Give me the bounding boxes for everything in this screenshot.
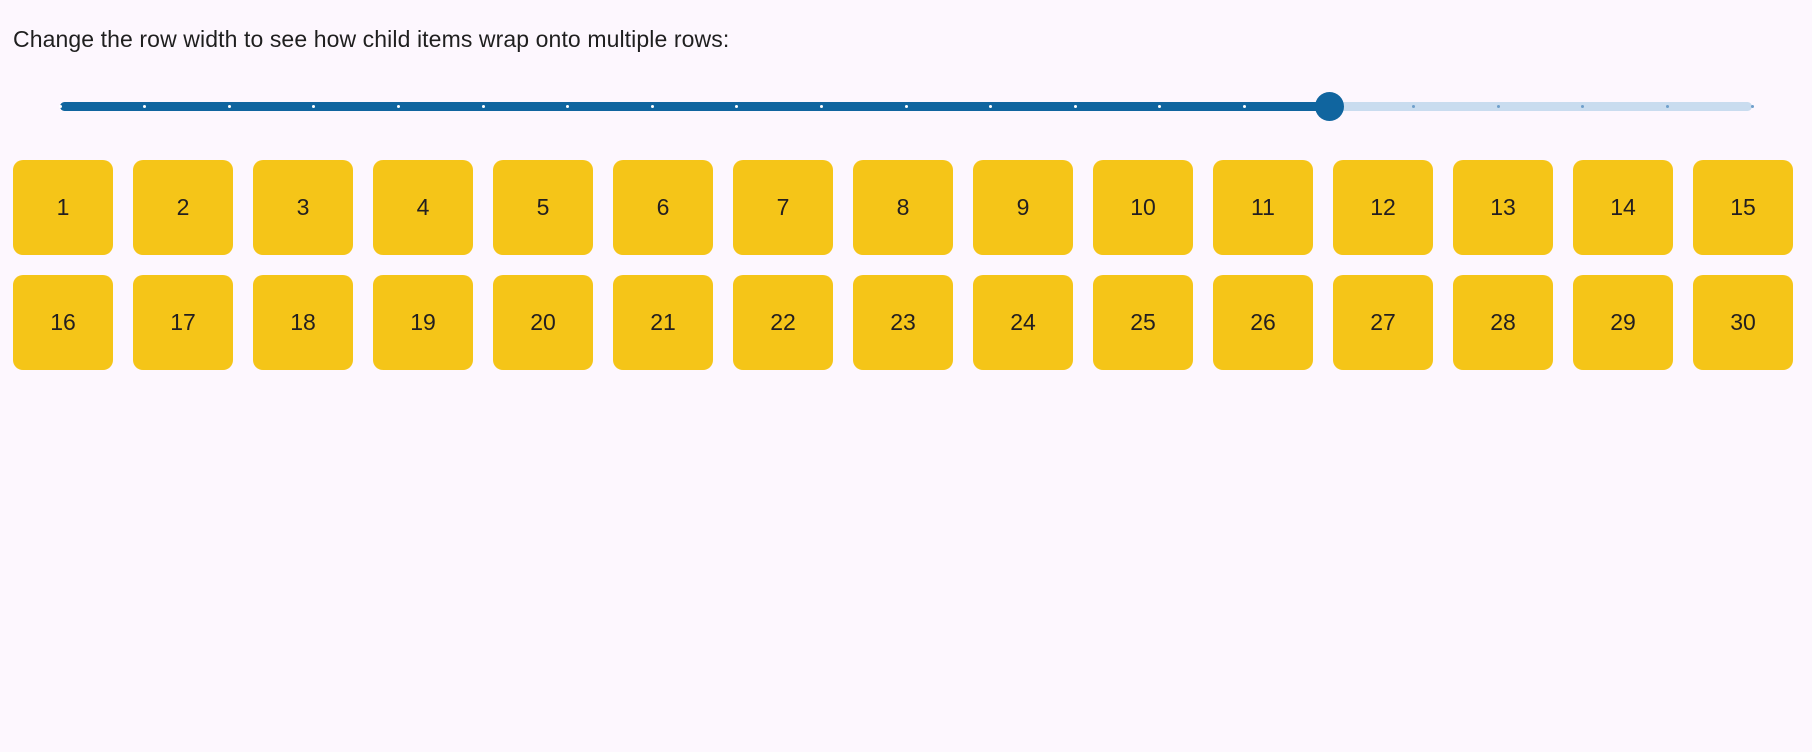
wrap-item: 27 [1333,275,1433,370]
wrap-item-label: 6 [656,194,670,220]
wrap-item-label: 13 [1490,194,1516,220]
slider-container [58,88,1754,122]
wrap-item: 3 [253,160,353,255]
wrap-item-label: 20 [530,309,556,335]
wrap-item: 20 [493,275,593,370]
wrap-item-label: 22 [770,309,796,335]
wrap-item-label: 23 [890,309,916,335]
wrap-item: 12 [1333,160,1433,255]
wrap-item: 17 [133,275,233,370]
wrap-item: 8 [853,160,953,255]
wrap-item: 9 [973,160,1073,255]
wrap-item: 19 [373,275,473,370]
wrap-item-label: 11 [1251,194,1275,220]
row-width-slider[interactable] [58,88,1754,122]
wrap-item-label: 9 [1016,194,1030,220]
wrap-item-label: 15 [1730,194,1756,220]
page-title: Change the row width to see how child it… [13,26,730,52]
wrap-item: 5 [493,160,593,255]
wrap-item-label: 21 [650,309,676,335]
wrap-item: 14 [1573,160,1673,255]
slider-fill [60,102,1329,111]
wrap-item-label: 27 [1370,309,1396,335]
wrap-item: 6 [613,160,713,255]
wrap-item: 22 [733,275,833,370]
wrap-item-label: 24 [1010,309,1036,335]
wrap-item-label: 17 [170,309,196,335]
wrap-item-label: 2 [176,194,190,220]
wrap-item-label: 10 [1130,194,1156,220]
wrap-item: 29 [1573,275,1673,370]
wrap-item-label: 26 [1250,309,1276,335]
wrap-item-label: 8 [896,194,910,220]
wrap-item: 16 [13,275,113,370]
wrap-item: 7 [733,160,833,255]
wrap-item-label: 25 [1130,309,1156,335]
wrap-item: 24 [973,275,1073,370]
wrap-item-label: 3 [296,194,310,220]
wrap-item: 4 [373,160,473,255]
wrap-item-label: 30 [1730,309,1756,335]
wrap-item: 10 [1093,160,1193,255]
wrap-item: 2 [133,160,233,255]
wrap-item-label: 29 [1610,309,1636,335]
wrap-item-label: 19 [410,309,436,335]
wrap-item: 28 [1453,275,1553,370]
wrap-item-label: 18 [290,309,316,335]
wrap-item: 13 [1453,160,1553,255]
wrap-item: 1 [13,160,113,255]
wrap-item-label: 5 [536,194,550,220]
wrap-item: 23 [853,275,953,370]
wrap-item-label: 14 [1610,194,1636,220]
wrap-item-label: 28 [1490,309,1516,335]
wrap-item: 18 [253,275,353,370]
slider-thumb[interactable] [1314,92,1344,121]
wrap-item: 15 [1693,160,1793,255]
wrap-item: 11 [1213,160,1313,255]
wrap-item: 25 [1093,275,1193,370]
wrap-item-label: 4 [416,194,430,220]
wrap-item-label: 1 [56,194,70,220]
wrap-item: 21 [613,275,713,370]
wrap-item-label: 16 [50,309,76,335]
wrap-item-label: 12 [1370,194,1396,220]
wrap-item: 26 [1213,275,1313,370]
wrap-item-label: 7 [776,194,790,220]
wrap-item: 30 [1693,275,1793,370]
